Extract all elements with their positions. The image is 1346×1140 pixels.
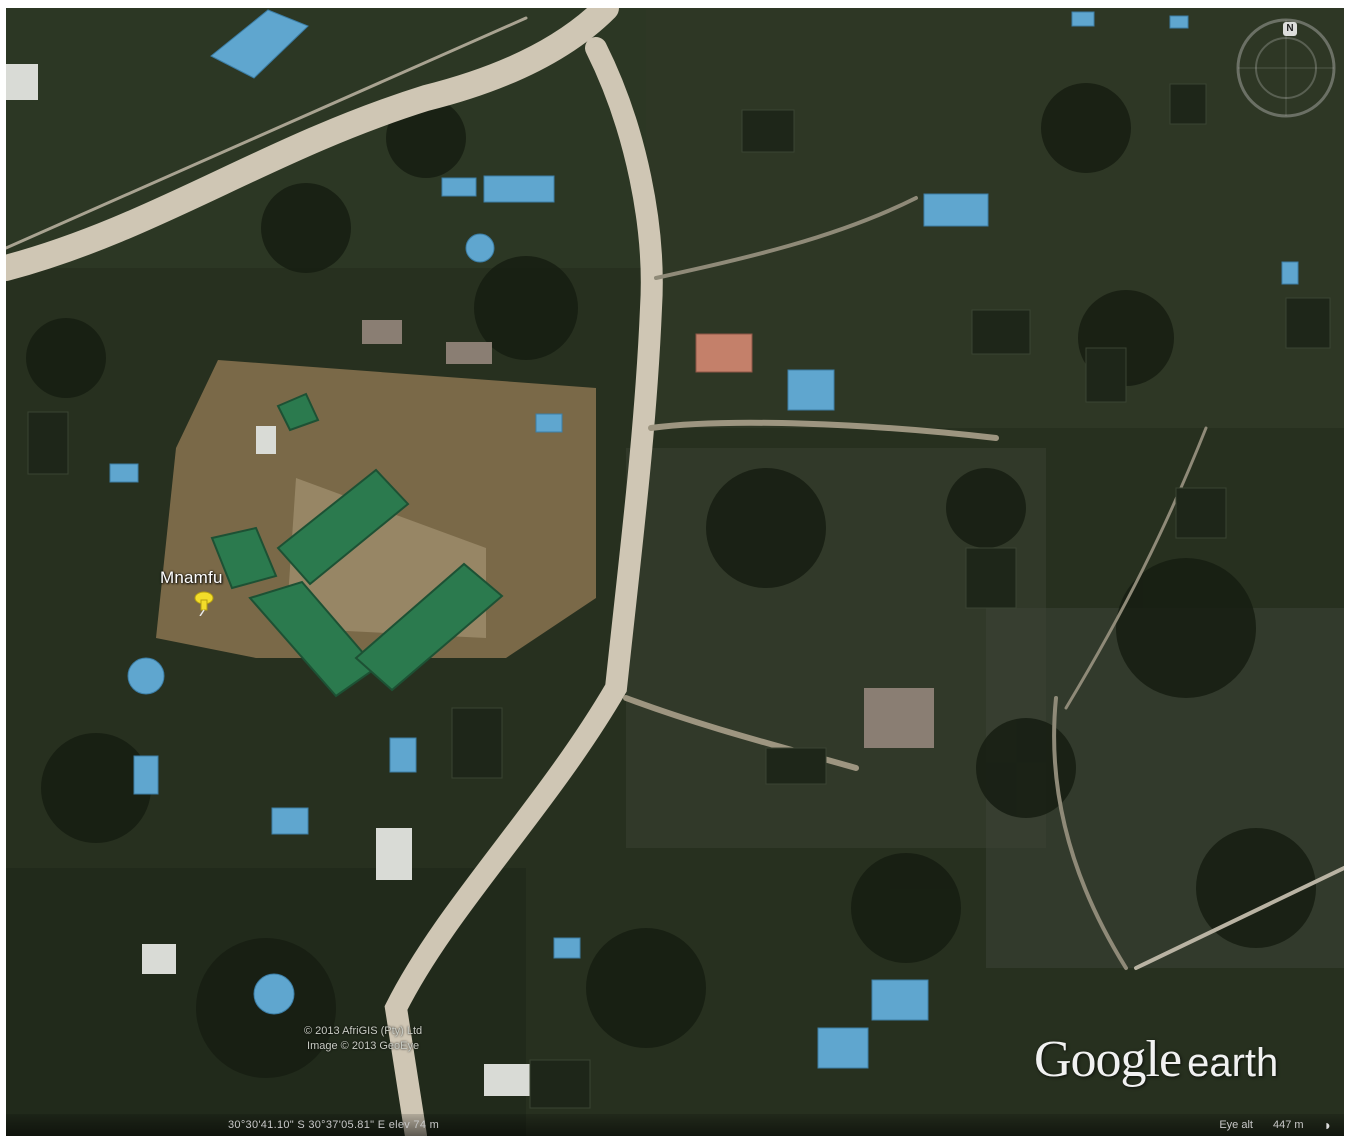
streaming-progress-icon: ◗ <box>1323 1116 1332 1133</box>
satellite-imagery <box>6 8 1344 1136</box>
attribution-line-2: Image © 2013 GeoEye <box>307 1040 420 1052</box>
eye-alt-label: Eye alt <box>1219 1119 1253 1131</box>
eye-altitude: Eye alt 447 m ◗ <box>1219 1116 1332 1133</box>
navigation-compass[interactable]: N <box>1234 16 1338 120</box>
navigation-compass-icon[interactable] <box>1234 16 1338 120</box>
imagery-attribution: © 2013 AfriGIS (Pty) Ltd Image © 2013 Ge… <box>304 1024 422 1054</box>
cursor-coordinates: 30°30'41.10" S 30°37'05.81" E elev 74 m <box>228 1119 440 1131</box>
logo-earth-text: earth <box>1187 1041 1279 1085</box>
google-earth-logo: Google earth <box>1034 1030 1278 1089</box>
satellite-map-view[interactable]: Mnamfu © 2013 AfriGIS (Pty) Ltd Image © … <box>6 8 1344 1136</box>
logo-google-text: Google <box>1034 1031 1182 1088</box>
eye-alt-value: 447 m <box>1272 1119 1304 1131</box>
status-bar: 30°30'41.10" S 30°37'05.81" E elev 74 m … <box>6 1114 1344 1136</box>
attribution-line-1: © 2013 AfriGIS (Pty) Ltd <box>304 1025 423 1037</box>
placemark-mnamfu[interactable]: Mnamfu <box>160 568 223 616</box>
compass-north-button[interactable]: N <box>1283 22 1297 36</box>
yellow-pushpin-icon[interactable] <box>192 590 216 616</box>
placemark-label: Mnamfu <box>160 568 223 587</box>
